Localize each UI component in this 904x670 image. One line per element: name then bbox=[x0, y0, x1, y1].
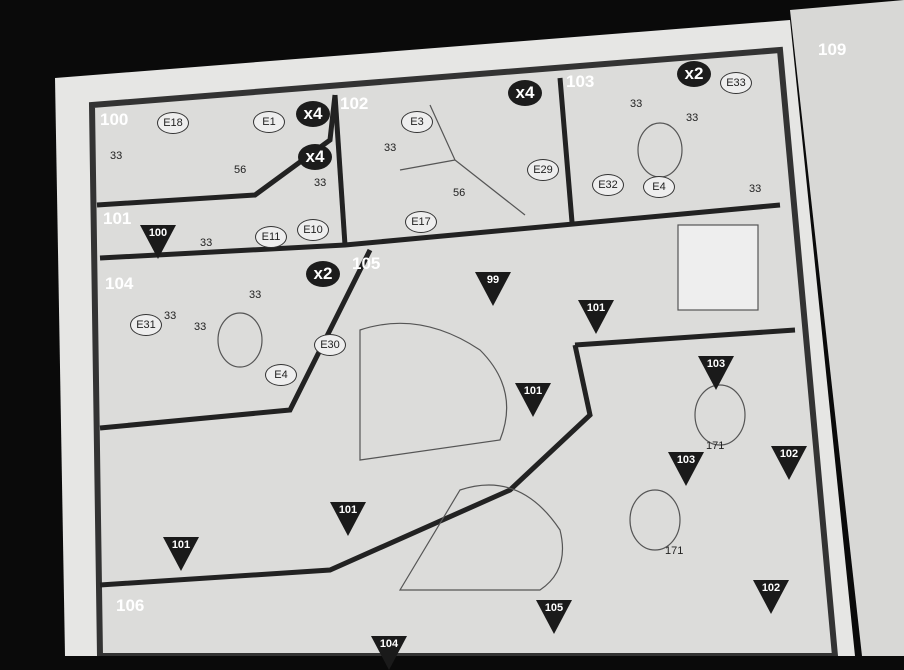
glue-number: 33 bbox=[164, 310, 177, 322]
panel-dividers bbox=[96, 77, 796, 588]
step-103: 103 bbox=[566, 72, 595, 91]
right-page bbox=[790, 0, 904, 656]
step-109: 109 bbox=[818, 40, 847, 59]
glue-number: 171 bbox=[665, 545, 684, 557]
part-callout: E33 bbox=[720, 72, 752, 94]
part-callout: E4 bbox=[265, 364, 297, 386]
step-ref: 103 bbox=[668, 452, 704, 486]
glue-number: 33 bbox=[314, 177, 327, 189]
step-ref: 105 bbox=[536, 600, 572, 634]
glue-number: 33 bbox=[749, 183, 762, 195]
step-ref: 101 bbox=[163, 537, 199, 571]
step-102: 102 bbox=[340, 94, 369, 113]
step-106: 106 bbox=[116, 596, 145, 615]
step-ref: 104 bbox=[371, 636, 407, 670]
part-callout: E18 bbox=[157, 112, 189, 134]
glue-number: 33 bbox=[194, 321, 207, 333]
quantity-badge: x2 bbox=[306, 261, 340, 287]
step-101: 101 bbox=[103, 209, 132, 228]
part-callout: E4 bbox=[643, 176, 675, 198]
part-callout: E32 bbox=[592, 174, 624, 196]
part-callout: E30 bbox=[314, 334, 346, 356]
glue-number: 33 bbox=[384, 142, 397, 154]
glue-number: 171 bbox=[706, 440, 725, 452]
part-callout: E1 bbox=[253, 111, 285, 133]
glue-number: 33 bbox=[110, 150, 123, 162]
step-ref: 100 bbox=[140, 225, 176, 259]
quantity-badge: x4 bbox=[508, 80, 542, 106]
step-ref: 103 bbox=[698, 356, 734, 390]
glue-number: 33 bbox=[686, 112, 699, 124]
quantity-badge: x4 bbox=[298, 144, 332, 170]
aircraft-drawings bbox=[217, 104, 759, 591]
part-callout: E3 bbox=[401, 111, 433, 133]
part-callout: E10 bbox=[297, 219, 329, 241]
part-callout: E31 bbox=[130, 314, 162, 336]
step-105: 105 bbox=[352, 254, 381, 273]
glue-number: 56 bbox=[234, 164, 247, 176]
glue-number: 33 bbox=[200, 237, 213, 249]
step-ref: 101 bbox=[330, 502, 366, 536]
glue-number: 33 bbox=[249, 289, 262, 301]
part-callout: E17 bbox=[405, 211, 437, 233]
step-ref: 101 bbox=[515, 383, 551, 417]
step-104: 104 bbox=[105, 274, 134, 293]
part-callout: E29 bbox=[527, 159, 559, 181]
glue-number: 33 bbox=[630, 98, 643, 110]
instruction-frame bbox=[88, 46, 839, 656]
quantity-badge: x4 bbox=[296, 101, 330, 127]
glue-number: 56 bbox=[453, 187, 466, 199]
part-callout: E11 bbox=[255, 226, 287, 248]
step-ref: 101 bbox=[578, 300, 614, 334]
step-ref: 99 bbox=[475, 272, 511, 306]
step-100: 100 bbox=[100, 110, 129, 129]
step-ref: 102 bbox=[753, 580, 789, 614]
quantity-badge: x2 bbox=[677, 61, 711, 87]
step-ref: 102 bbox=[771, 446, 807, 480]
